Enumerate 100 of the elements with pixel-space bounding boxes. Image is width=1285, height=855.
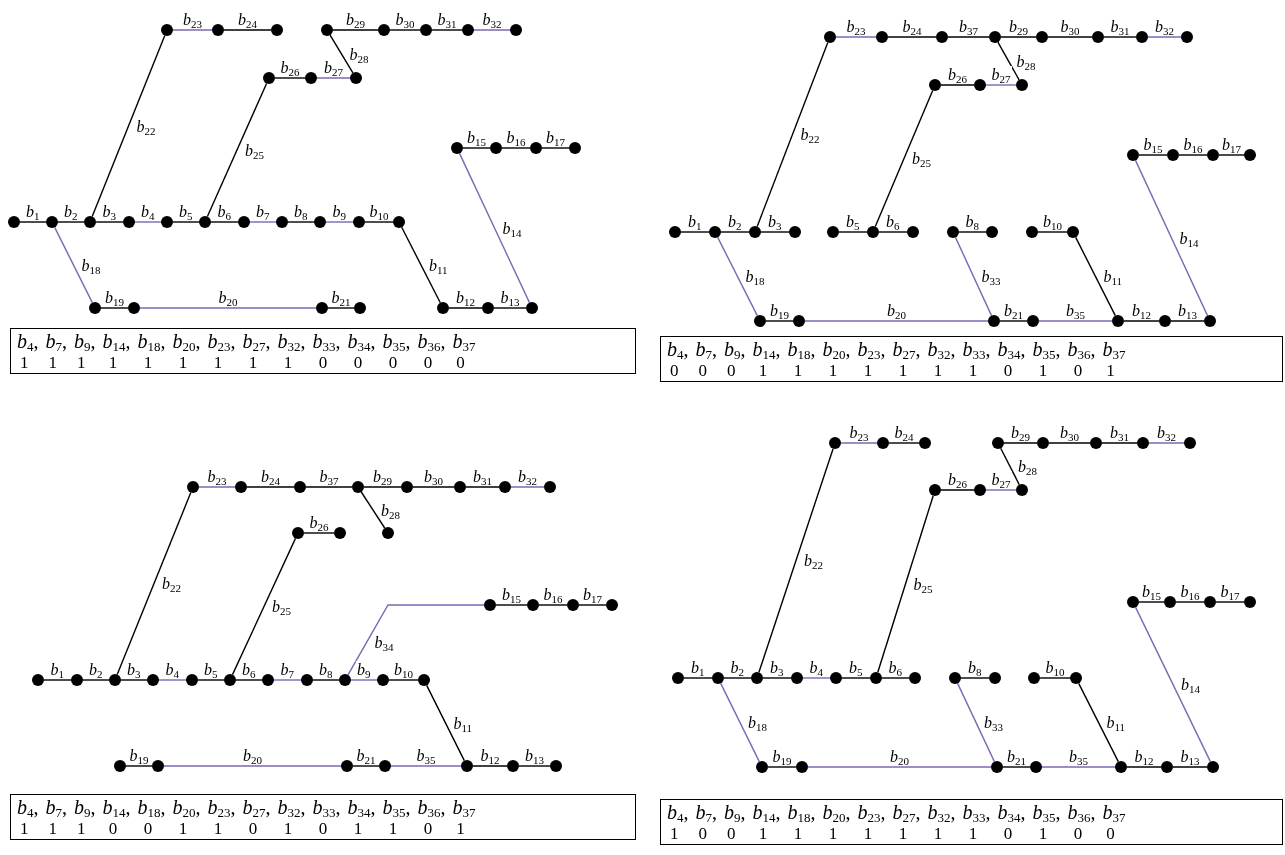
- branch-line: [273, 679, 302, 681]
- branch-label: b$_{25}$: [911, 150, 932, 167]
- branch-label: b$_{14}$: [1180, 676, 1201, 693]
- bus-dot: [672, 672, 684, 684]
- branch-line: [352, 765, 380, 767]
- branch-label: b$_{5}$: [845, 213, 861, 230]
- branch-label: b$_{2}$: [63, 203, 79, 220]
- switch-state: 0: [669, 360, 680, 381]
- switch-state: 1: [967, 823, 979, 844]
- branch-label: b$_{15}$: [1141, 583, 1162, 600]
- bus-dot: [991, 761, 1003, 773]
- branch-label: b$_{25}$: [912, 575, 934, 593]
- bus-dot: [341, 760, 353, 772]
- branch-label: b$_{32}$: [481, 11, 503, 28]
- branch-line: [1175, 601, 1205, 603]
- branch-line: [1000, 36, 1037, 38]
- branch-label: b$_{10}$: [393, 661, 414, 678]
- branch-label: b$_{2}$: [88, 661, 104, 678]
- branch-label: b$_{1}$: [687, 213, 703, 230]
- switch-state: 1: [862, 823, 874, 844]
- branch-label: b$_{15}$: [466, 129, 487, 146]
- branch-name: b$_{9}$,: [724, 339, 747, 360]
- branch-line: [329, 34, 354, 74]
- branch-line: [327, 307, 355, 309]
- branch-line: [954, 236, 993, 317]
- branch-label: b$_{24}$: [901, 18, 923, 35]
- bus-dot: [550, 760, 562, 772]
- switch-state: 0: [1105, 823, 1116, 844]
- branch-line: [1003, 442, 1038, 444]
- branch-label: b$_{33}$: [980, 268, 1002, 285]
- branch-name: b$_{23}$,: [207, 331, 237, 352]
- branch-label: b$_{10}$: [1042, 213, 1063, 230]
- switch-state: 1: [792, 360, 804, 381]
- branch-line: [1138, 601, 1165, 603]
- branch-line: [804, 320, 989, 322]
- branch-line: [1147, 36, 1182, 38]
- branch-line: [1126, 766, 1162, 768]
- bus-dot: [1127, 149, 1139, 161]
- branch-name: b$_{7}$,: [45, 331, 68, 352]
- bus-dot: [499, 481, 511, 493]
- branch-name: b$_{20}$,: [822, 339, 852, 360]
- branch-name: b$_{9}$,: [724, 802, 747, 823]
- branch-line: [287, 221, 315, 223]
- branch-label: b$_{23}$: [848, 424, 870, 441]
- bus-dot: [32, 674, 44, 686]
- switch-state: 1: [177, 352, 189, 373]
- bus-dot: [526, 302, 538, 314]
- branch-name: b$_{33}$,: [962, 802, 992, 823]
- branch-label: b$_{28}$: [380, 501, 401, 519]
- bus-dot: [947, 226, 959, 238]
- bus-dot: [292, 527, 304, 539]
- branch-line: [765, 320, 794, 322]
- bus-dot: [709, 226, 721, 238]
- bus-dot: [754, 315, 766, 327]
- branch-label: b$_{24}$: [260, 468, 281, 485]
- branch-line: [495, 604, 528, 606]
- branch-name: b$_{4}$,: [667, 339, 690, 360]
- switch-state: 0: [1002, 360, 1014, 381]
- switch-state: 1: [47, 352, 58, 373]
- branch-name: b$_{33}$,: [962, 339, 992, 360]
- bus-dot: [1027, 315, 1039, 327]
- branch-line: [116, 491, 192, 676]
- bus-dot: [294, 481, 306, 493]
- switch-state: 1: [282, 352, 294, 373]
- branch-line: [956, 682, 996, 763]
- branch-name: b$_{34}$,: [997, 339, 1027, 360]
- bus-dot: [420, 24, 432, 36]
- branch-name: b$_{4}$,: [667, 802, 690, 823]
- branch-label: b$_{27}$: [990, 66, 1012, 83]
- branch-label: b$_{4}$: [164, 661, 180, 678]
- bus-dot: [1244, 149, 1256, 161]
- bus-dot: [401, 481, 413, 493]
- bus-dot: [756, 761, 768, 773]
- branch-line: [412, 486, 455, 488]
- branch-label: b$_{13}$: [524, 747, 545, 764]
- branch-name: b$_{20}$,: [172, 331, 202, 352]
- branch-name: b$_{9}$,: [74, 797, 97, 818]
- branch-line: [363, 486, 402, 488]
- branch-label: b$_{24}$: [237, 11, 258, 28]
- branch-line: [1039, 677, 1071, 679]
- branch-name: b$_{9}$,: [74, 331, 97, 352]
- branch-label: b$_{7}$: [279, 661, 295, 678]
- switch-state: 0: [697, 823, 708, 844]
- branch-line: [426, 684, 465, 762]
- branch-line: [206, 82, 268, 218]
- branch-line: [390, 765, 462, 767]
- branch-label: b$_{6}$: [241, 661, 257, 678]
- bus-dot: [1112, 315, 1124, 327]
- branch-label: b$_{37}$: [958, 18, 979, 35]
- branch-label: b$_{13}$: [499, 289, 521, 306]
- bus-dot: [669, 226, 681, 238]
- bus-dot: [793, 315, 805, 327]
- branch-label: b$_{1}$: [25, 203, 41, 220]
- switch-state: 1: [247, 352, 259, 373]
- branch-label: b$_{9}$: [356, 661, 372, 678]
- branch-line: [19, 221, 47, 223]
- bus-dot: [418, 674, 430, 686]
- bus-dot: [569, 142, 581, 154]
- branch-line: [841, 677, 871, 679]
- branch-line: [723, 677, 752, 679]
